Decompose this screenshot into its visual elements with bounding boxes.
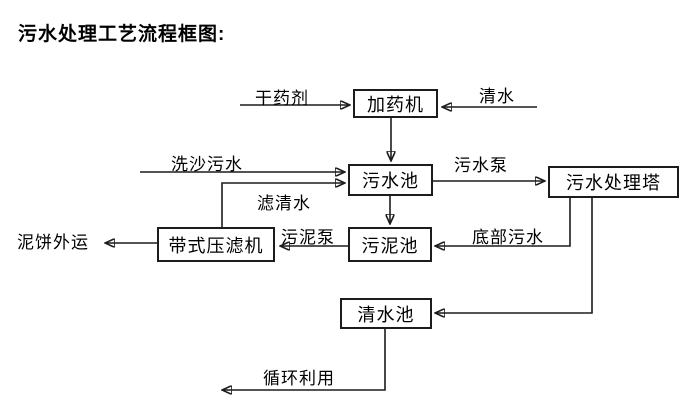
node-sewage-pool: 污水池 (348, 164, 433, 196)
flow-label-mud-cake-out: 泥饼外运 (17, 233, 89, 252)
flow-label-sand-washing-sewage: 洗沙污水 (171, 155, 243, 174)
flow-label-dry-chemical: 干药剂 (255, 89, 309, 108)
flow-label-filtered-water: 滤清水 (257, 194, 311, 213)
flow-label-clean-water: 清水 (479, 87, 515, 106)
node-dosing-machine: 加药机 (353, 89, 438, 118)
diagram-title: 污水处理工艺流程框图: (18, 24, 226, 45)
flow-label-recycle-use: 循环利用 (263, 369, 335, 388)
flow-label-sludge-pump: 污泥泵 (281, 228, 335, 247)
edge-filtered-water-arrow (221, 183, 344, 227)
node-belt-filter-press: 带式压滤机 (157, 227, 275, 262)
node-clean-water-pool: 清水池 (340, 298, 432, 329)
edge-bottom-sewage-arrow (436, 198, 571, 246)
flow-label-bottom-sewage: 底部污水 (472, 228, 544, 247)
edge-tower-to-clean-pool-arrow (436, 198, 593, 313)
node-sludge-pool: 污泥池 (348, 227, 432, 262)
edge-recycle-arrow (223, 329, 386, 390)
flow-label-sewage-pump: 污水泵 (454, 156, 508, 175)
node-sewage-treatment-tower: 污水处理塔 (548, 166, 679, 198)
